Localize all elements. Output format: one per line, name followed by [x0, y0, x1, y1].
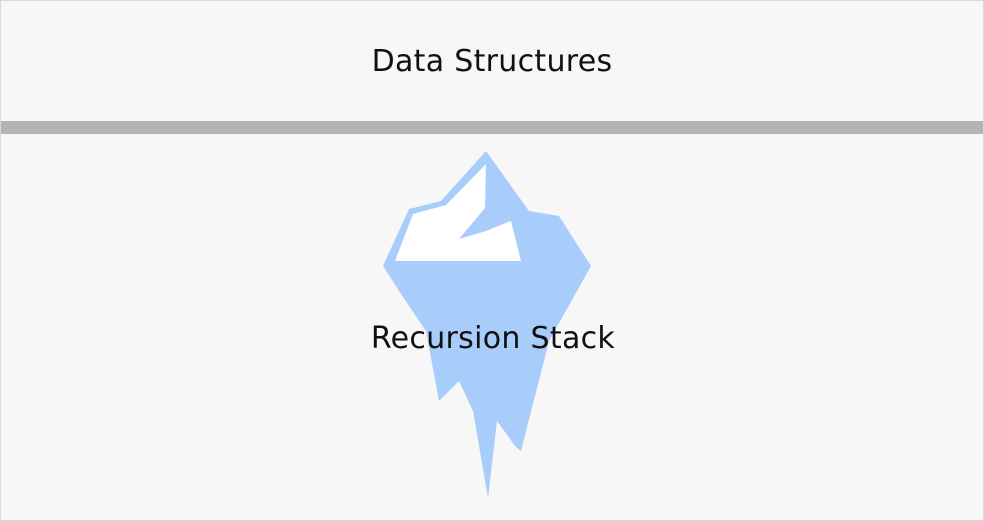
- bottom-label-wrap: Recursion Stack: [1, 321, 984, 356]
- waterline: [1, 121, 983, 134]
- data-structures-label: Data Structures: [371, 43, 613, 79]
- above-water-section: Data Structures: [1, 1, 983, 121]
- recursion-stack-label: Recursion Stack: [370, 321, 616, 356]
- iceberg-tip: [395, 164, 521, 261]
